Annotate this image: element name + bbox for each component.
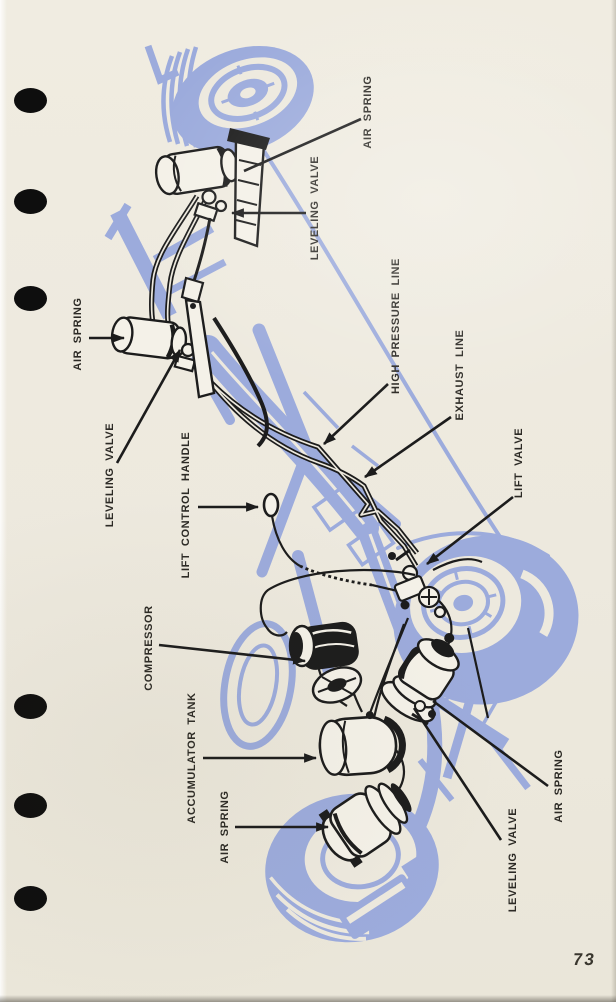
rear-bumper-art [338, 854, 428, 939]
page-number: 73 [571, 950, 598, 969]
leader-compressor [158, 643, 307, 665]
label-leveling-valve-front-left: LEVELING VALVE [104, 422, 116, 528]
leader-exhaust-line [364, 415, 452, 479]
leader-air-spring-front-right [243, 117, 362, 173]
page-right-edge [611, 0, 616, 1002]
page-bottom-edge [0, 995, 616, 1002]
air-spring-rear-left-art [318, 782, 412, 868]
air-spring-rear-right-art [380, 633, 460, 723]
binder-hole [14, 286, 47, 311]
floor-panels-art [302, 390, 396, 568]
label-air-spring-rear-left: AIR SPRING [219, 790, 231, 864]
label-compressor: COMPRESSOR [143, 605, 155, 691]
label-leveling-valve-front-right: LEVELING VALVE [309, 155, 321, 261]
label-lift-valve: LIFT VALVE [513, 427, 525, 499]
label-leveling-valve-rear: LEVELING VALVE [507, 807, 519, 913]
label-air-spring-front-right: AIR SPRING [362, 75, 374, 149]
front-right-wheel-art [144, 44, 314, 155]
leader-lines [89, 117, 549, 841]
binder-hole [14, 793, 47, 818]
components-artwork-black [110, 128, 490, 868]
binder-hole [14, 189, 47, 214]
label-air-spring-front-left: AIR SPRING [72, 297, 84, 371]
lift-valve-art [388, 548, 447, 619]
leveling-valve-rear-art [411, 700, 436, 726]
label-exhaust-line: EXHAUST LINE [454, 329, 466, 421]
high-pressure-line-art [148, 194, 420, 568]
label-lift-control-handle: LIFT CONTROL HANDLE [180, 431, 192, 579]
leader-air-spring-rear-right [432, 699, 549, 788]
label-air-spring-rear-right: AIR SPRING [553, 749, 565, 823]
page-left-edge [0, 0, 7, 1002]
leader-leveling-valve-front-left [115, 349, 182, 464]
label-accumulator-tank: ACCUMULATOR TANK [186, 692, 198, 824]
label-high-pressure-line: HIGH PRESSURE LINE [390, 258, 402, 394]
leader-leveling-valve-rear [412, 707, 503, 841]
binder-hole [14, 694, 47, 719]
compressor-art [288, 621, 363, 704]
chassis-artwork-blue [104, 44, 579, 943]
air-spring-front-left-art [110, 298, 269, 448]
air-spring-front-right-art [154, 128, 270, 304]
leader-high-pressure-line [323, 383, 389, 445]
leader-lift-valve [426, 495, 514, 566]
accumulator-tank-art [318, 711, 406, 777]
binder-hole [14, 886, 47, 911]
brake-drum-art [220, 620, 296, 750]
binder-hole [14, 88, 47, 113]
